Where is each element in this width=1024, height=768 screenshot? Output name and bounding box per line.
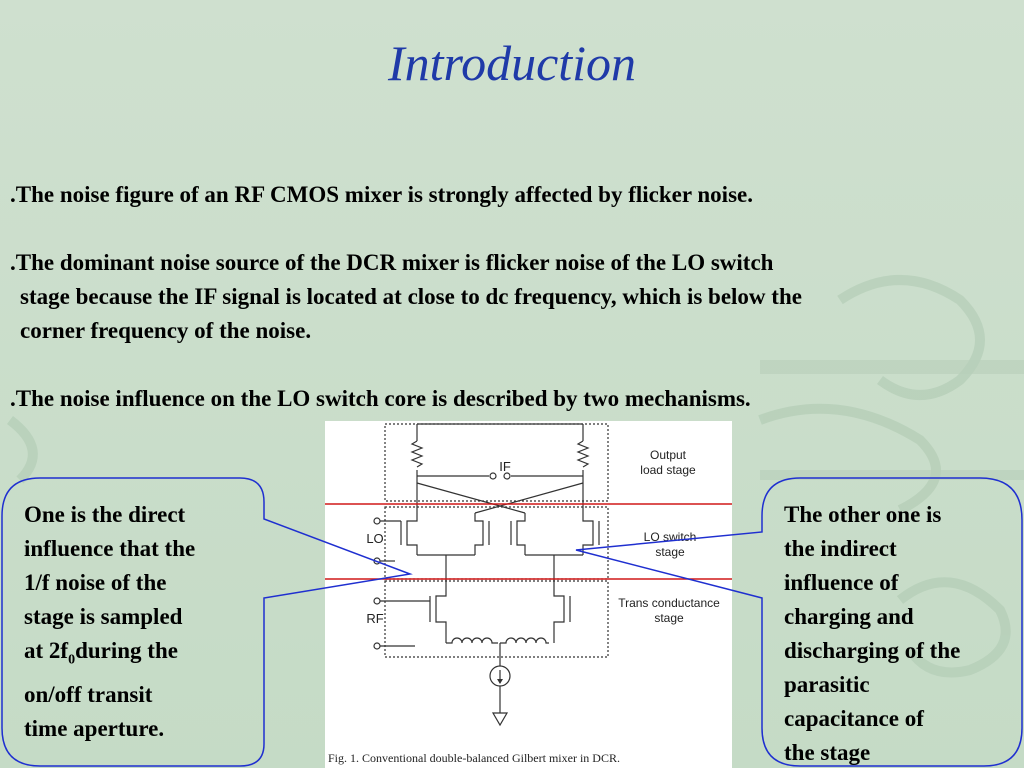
callout-left-line5-post: during the <box>75 638 178 663</box>
bullet-3: .The noise influence on the LO switch co… <box>10 382 751 416</box>
callout-right-line: the stage <box>784 740 871 765</box>
bullet-3-line-1: .The noise influence on the LO switch co… <box>10 386 751 411</box>
bullet-2-line-3: corner frequency of the noise. <box>20 318 312 343</box>
callout-right-line: parasitic <box>784 672 870 697</box>
lo-label: LO <box>366 531 384 546</box>
slide-title: Introduction <box>387 35 637 91</box>
if-label: IF <box>499 459 511 474</box>
callout-left-text: One is the direct influence that the 1/f… <box>24 498 254 746</box>
callout-left-line5-sub: 0 <box>68 652 76 668</box>
callout-left-line: stage is sampled <box>24 604 183 629</box>
lo-switch-label-line-1: LO switch <box>643 530 697 544</box>
callout-right-line: The other one is <box>784 502 942 527</box>
callout-right-shape <box>575 477 1023 767</box>
lo-switch-stage-label: LO switch stage <box>625 530 715 560</box>
callout-right-line: discharging of the <box>784 638 961 663</box>
callout-left-shape <box>1 477 413 767</box>
trans-conductance-label-line-2: stage <box>654 611 684 625</box>
callout-right-line: influence of <box>784 570 899 595</box>
bullet-2-line-2: stage because the IF signal is located a… <box>20 284 802 309</box>
callout-left-line: 1/f noise of the <box>24 570 167 595</box>
trans-conductance-label-line-1: Trans conductance <box>618 596 720 610</box>
output-load-label-line-1: Output <box>649 448 687 462</box>
output-load-stage-label: Output load stage <box>623 448 713 478</box>
callout-right-line: capacitance of <box>784 706 924 731</box>
bullet-1: .The noise figure of an RF CMOS mixer is… <box>10 178 753 212</box>
callout-left-line5-pre: at 2f <box>24 638 69 663</box>
callout-left-line: on/off transit <box>24 681 153 707</box>
bullet-2-line-1: .The dominant noise source of the DCR mi… <box>10 250 774 275</box>
callout-right-text: The other one is the indirect influence … <box>784 498 1016 768</box>
gilbert-mixer-schematic <box>325 423 732 727</box>
circuit-figure: Output load stage IF LO LO switch stage … <box>325 421 732 768</box>
bullet-1-line-1: .The noise figure of an RF CMOS mixer is… <box>10 182 753 207</box>
callout-left-line: time aperture. <box>24 715 165 741</box>
callout-right-line: charging and <box>784 604 914 629</box>
trans-conductance-stage-label: Trans conductance stage <box>607 596 731 626</box>
callout-right-line: the indirect <box>784 536 897 561</box>
callout-left-line: One is the direct <box>24 502 186 527</box>
lo-switch-label-line-2: stage <box>655 545 685 559</box>
rf-label: RF <box>366 611 384 626</box>
output-load-label-line-2: load stage <box>640 463 696 477</box>
bullet-2: .The dominant noise source of the DCR mi… <box>10 246 802 348</box>
callout-left-line: influence that the <box>24 536 196 561</box>
callout-left-line: at 2f0during the <box>24 634 254 678</box>
figure-caption: Fig. 1. Conventional double-balanced Gil… <box>328 751 620 765</box>
